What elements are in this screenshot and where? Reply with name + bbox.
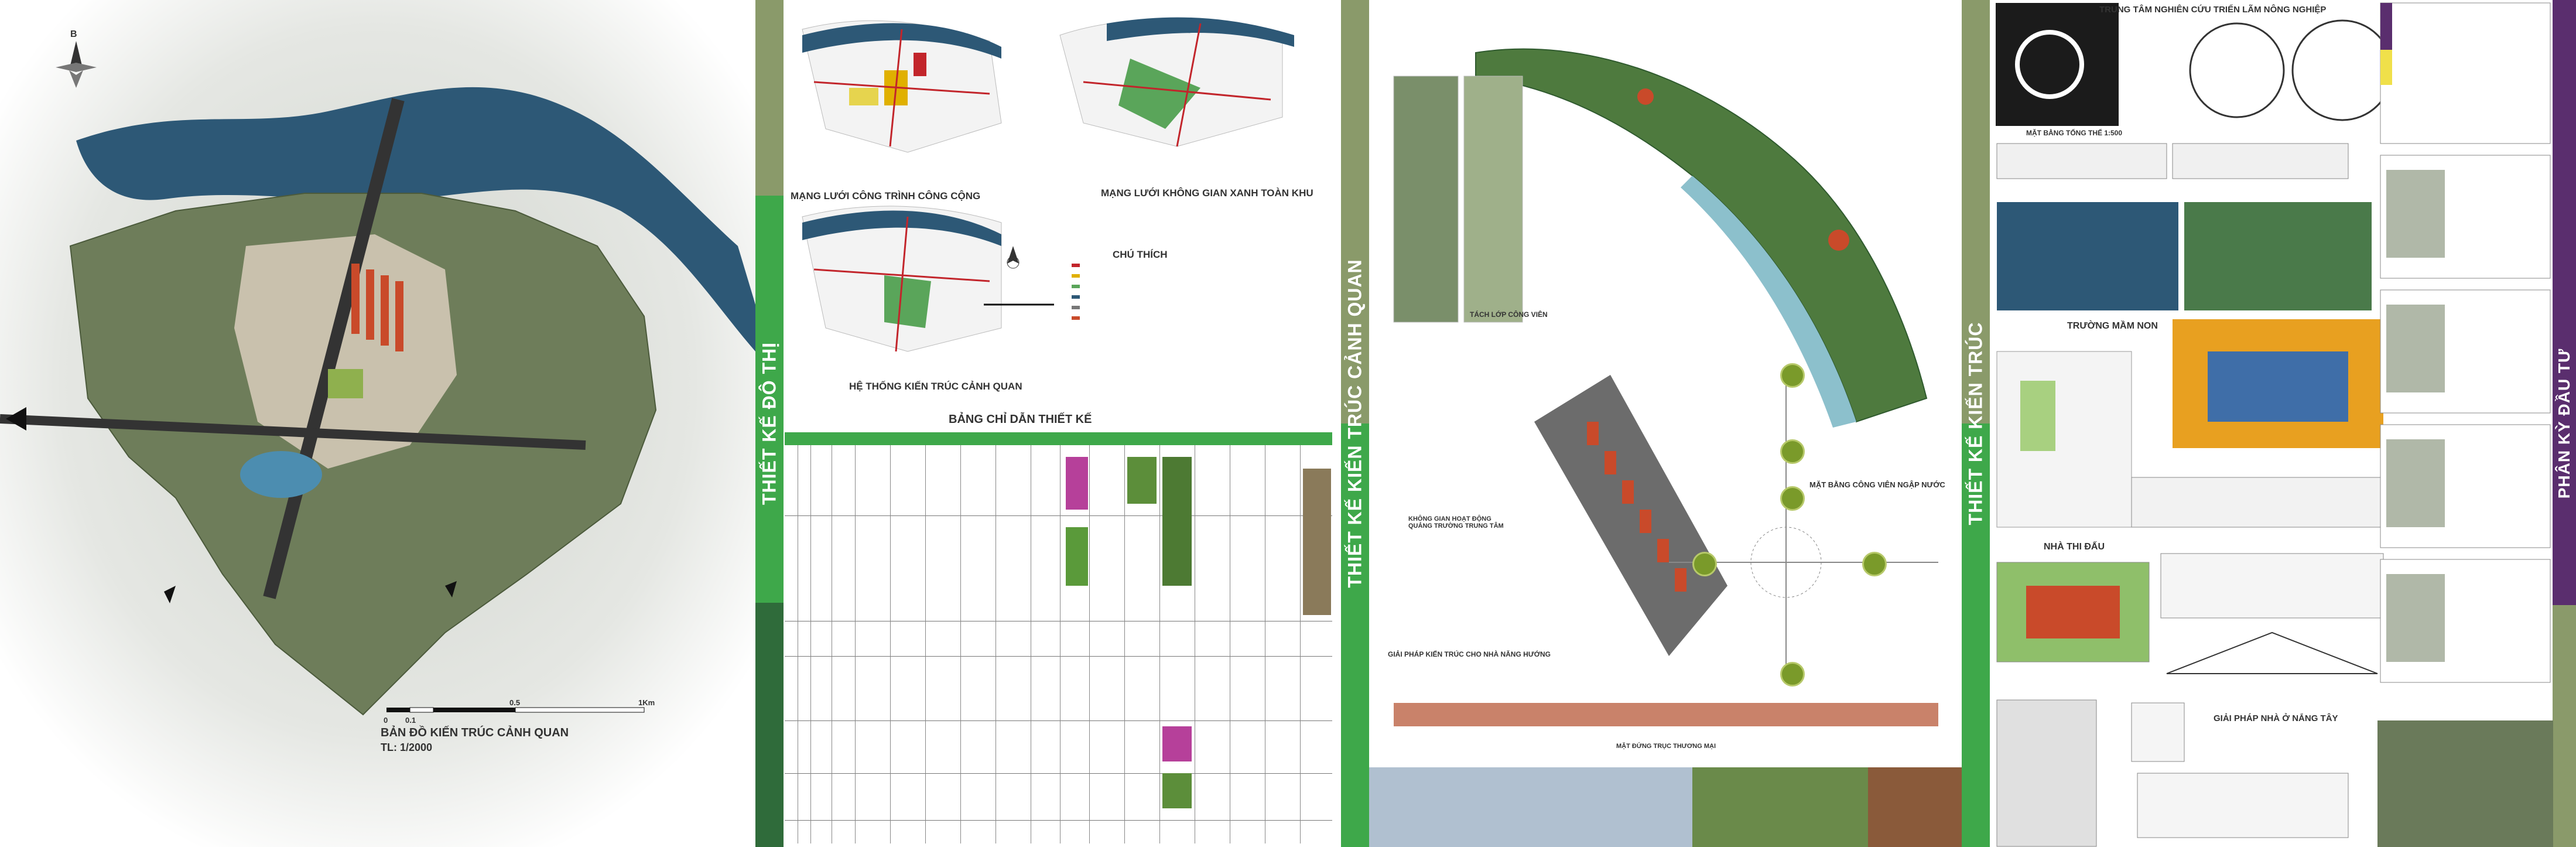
label-layers: TÁCH LỚP CÔNG VIÊN <box>1470 310 1548 319</box>
side-title-bar-3: THIẾT KẾ KIẾN TRÚC CẢNH QUAN <box>1341 0 1369 847</box>
label-research: TRUNG TÂM NGHIÊN CỨU TRIỂN LÃM NÔNG NGHI… <box>2099 5 2327 15</box>
section-1 <box>1996 143 2167 179</box>
right-title-bar: PHÂN KỲ ĐẦU TƯ <box>2553 0 2576 847</box>
activity-icon-1 <box>1780 363 1805 388</box>
compass-icon <box>1007 246 1020 269</box>
activity-icon-6 <box>1780 662 1805 687</box>
map-scale: TL: 1/2000 <box>381 742 433 753</box>
label-park-plan: MẶT BẰNG CÔNG VIÊN NGẬP NƯỚC <box>1809 480 1945 489</box>
arrow-west-icon <box>6 407 26 431</box>
side-title-bar: THIẾT KẾ ĐÔ THỊ <box>755 0 784 847</box>
phasing-table <box>2380 2 2551 144</box>
landscape-architecture-graphic <box>1369 0 1962 847</box>
arrow-south-icon <box>164 586 176 603</box>
housing-axon <box>1996 699 2097 847</box>
arrow-southeast-icon <box>445 581 457 597</box>
render-research-2 <box>2184 202 2372 310</box>
housing-render <box>2377 720 2553 847</box>
label-kindergarten: TRƯỜNG MẦM NON <box>2067 321 2158 331</box>
design-guide-table <box>785 445 1332 843</box>
axis-rowhouses <box>1587 422 1686 592</box>
north-arrow-icon <box>56 41 97 88</box>
lake <box>240 451 322 498</box>
site-plan <box>1996 3 2119 126</box>
label-landscape-system: HỆ THỐNG KIẾN TRÚC CẢNH QUAN <box>849 381 1022 392</box>
board-landscape-map: B 0 0.1 0.5 1Km BẢN ĐỒ KIẾN TRÚC CẢNH QU… <box>0 0 755 847</box>
park-pavilion-1 <box>1637 88 1654 105</box>
table-title: BẢNG CHỈ DẪN THIẾT KẾ <box>949 413 1092 426</box>
kindergarten-elevation <box>2131 477 2384 528</box>
scale-bar <box>386 707 645 713</box>
activity-icon-4 <box>1692 552 1717 576</box>
photo-column <box>1393 76 1459 323</box>
main-road-ns <box>263 98 405 599</box>
scale-label-05: 0.5 <box>509 698 521 707</box>
label-site-plan: MẶT BẰNG TỔNG THỂ 1:500 <box>2026 129 2123 137</box>
gym-elevation <box>2166 631 2378 674</box>
river-shape <box>76 87 755 351</box>
label-solution: GIẢI PHÁP KIẾN TRÚC CHO NHÀ NĂNG HƯỚNG <box>1388 650 1551 658</box>
render-research-1 <box>1997 202 2178 310</box>
architecture-graphic <box>1996 2 2553 847</box>
map-title: BẢN ĐỒ KIẾN TRÚC CẢNH QUAN <box>381 726 569 739</box>
activity-icon-2 <box>1780 439 1805 464</box>
housing-plans <box>2137 773 2349 838</box>
commercial-blocks <box>351 264 403 351</box>
board-landscape-architecture: THIẾT KẾ KIẾN TRÚC CẢNH QUAN <box>1341 0 1962 847</box>
legend <box>984 246 1080 320</box>
scale-label-0: 0 <box>384 716 388 725</box>
diagram-green-network <box>1059 17 1294 147</box>
central-green <box>328 369 363 398</box>
label-green-network: MẠNG LƯỚI KHÔNG GIAN XANH TOÀN KHU <box>1101 187 1313 199</box>
section-2 <box>2172 143 2349 179</box>
scale-label-1km: 1Km <box>638 698 655 707</box>
side-title-bar-4: THIẾT KẾ KIẾN TRÚC <box>1962 0 1990 847</box>
floor-plan-2 <box>2291 19 2393 121</box>
label-street: MẶT ĐỨNG TRỤC THƯƠNG MẠI <box>1616 743 1716 750</box>
label-gym: NHÀ THI ĐẤU <box>2044 542 2105 552</box>
urban-diagrams <box>802 17 1294 352</box>
gym-section <box>2160 553 2384 619</box>
activity-icon-5 <box>1862 552 1887 576</box>
label-activity: KHÔNG GIAN HOẠT ĐỘNG QUẢNG TRƯỜNG TRUNG … <box>1408 515 1504 530</box>
diagram-public-network <box>802 20 1002 153</box>
housing-section <box>2131 702 2185 762</box>
north-letter: B <box>70 29 77 39</box>
diagram-landscape-system <box>802 206 1002 352</box>
park-pavilion-2 <box>1828 230 1849 251</box>
label-public-network: MẠNG LƯỚI CÔNG TRÌNH CÔNG CỘNG <box>791 190 981 201</box>
street-elevation <box>1394 703 1938 726</box>
kindergarten-plan <box>1996 351 2132 528</box>
board-architecture: THIẾT KẾ KIẾN TRÚC PHÂN KỲ ĐẦU TƯ <box>1962 0 2576 847</box>
board-urban-design: THIẾT KẾ ĐÔ THỊ <box>755 0 1341 847</box>
photo-column-2 <box>1463 76 1523 323</box>
floor-plan-1 <box>2189 22 2285 118</box>
legend-title: CHÚ THÍCH <box>1113 249 1168 260</box>
table-header <box>785 432 1332 445</box>
scale-label-01: 0.1 <box>405 716 416 725</box>
park-water <box>1681 176 1856 428</box>
label-housing: GIẢI PHÁP NHÀ Ở NẮNG TÂY <box>2214 713 2338 723</box>
landscape-map-graphic <box>0 0 755 847</box>
activity-icon-3 <box>1780 486 1805 511</box>
main-road-ew <box>0 414 586 450</box>
